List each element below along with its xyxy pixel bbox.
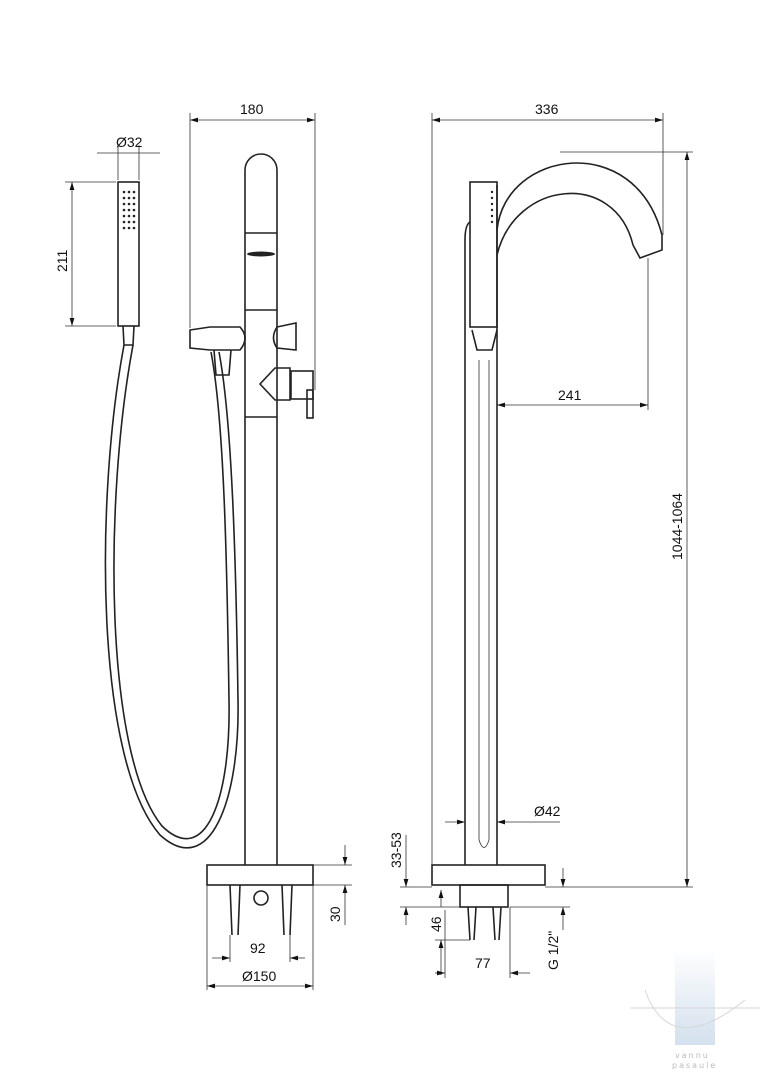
watermark-logo	[630, 950, 760, 1045]
dim-connection-width: 77	[475, 955, 491, 971]
dim-floor-adjust: 33-53	[388, 832, 404, 868]
mixer-side-view	[431, 162, 663, 941]
dim-total-height: 1044-1064	[669, 493, 685, 560]
shower-hose	[104, 344, 239, 849]
dim-base-height: 30	[327, 906, 343, 922]
watermark-text-2: pasaule	[672, 1061, 717, 1070]
handshower	[117, 181, 140, 346]
dim-side-width: 336	[535, 101, 559, 117]
dim-base-diameter: Ø150	[242, 968, 276, 984]
dimension-lines	[65, 113, 693, 990]
dim-handshower-diameter: Ø32	[116, 134, 143, 150]
watermark-text-1: vannu	[675, 1051, 710, 1060]
mixer-front-view	[189, 153, 314, 936]
dim-front-width: 180	[240, 101, 264, 117]
dim-handshower-length: 211	[54, 249, 70, 272]
dim-connection-depth: 46	[428, 916, 444, 932]
dim-thread: G 1/2"	[545, 931, 561, 970]
dim-pipe-diameter: Ø42	[534, 803, 561, 819]
dim-spout-reach: 241	[558, 387, 582, 403]
dim-bolt-spacing: 92	[250, 940, 266, 956]
